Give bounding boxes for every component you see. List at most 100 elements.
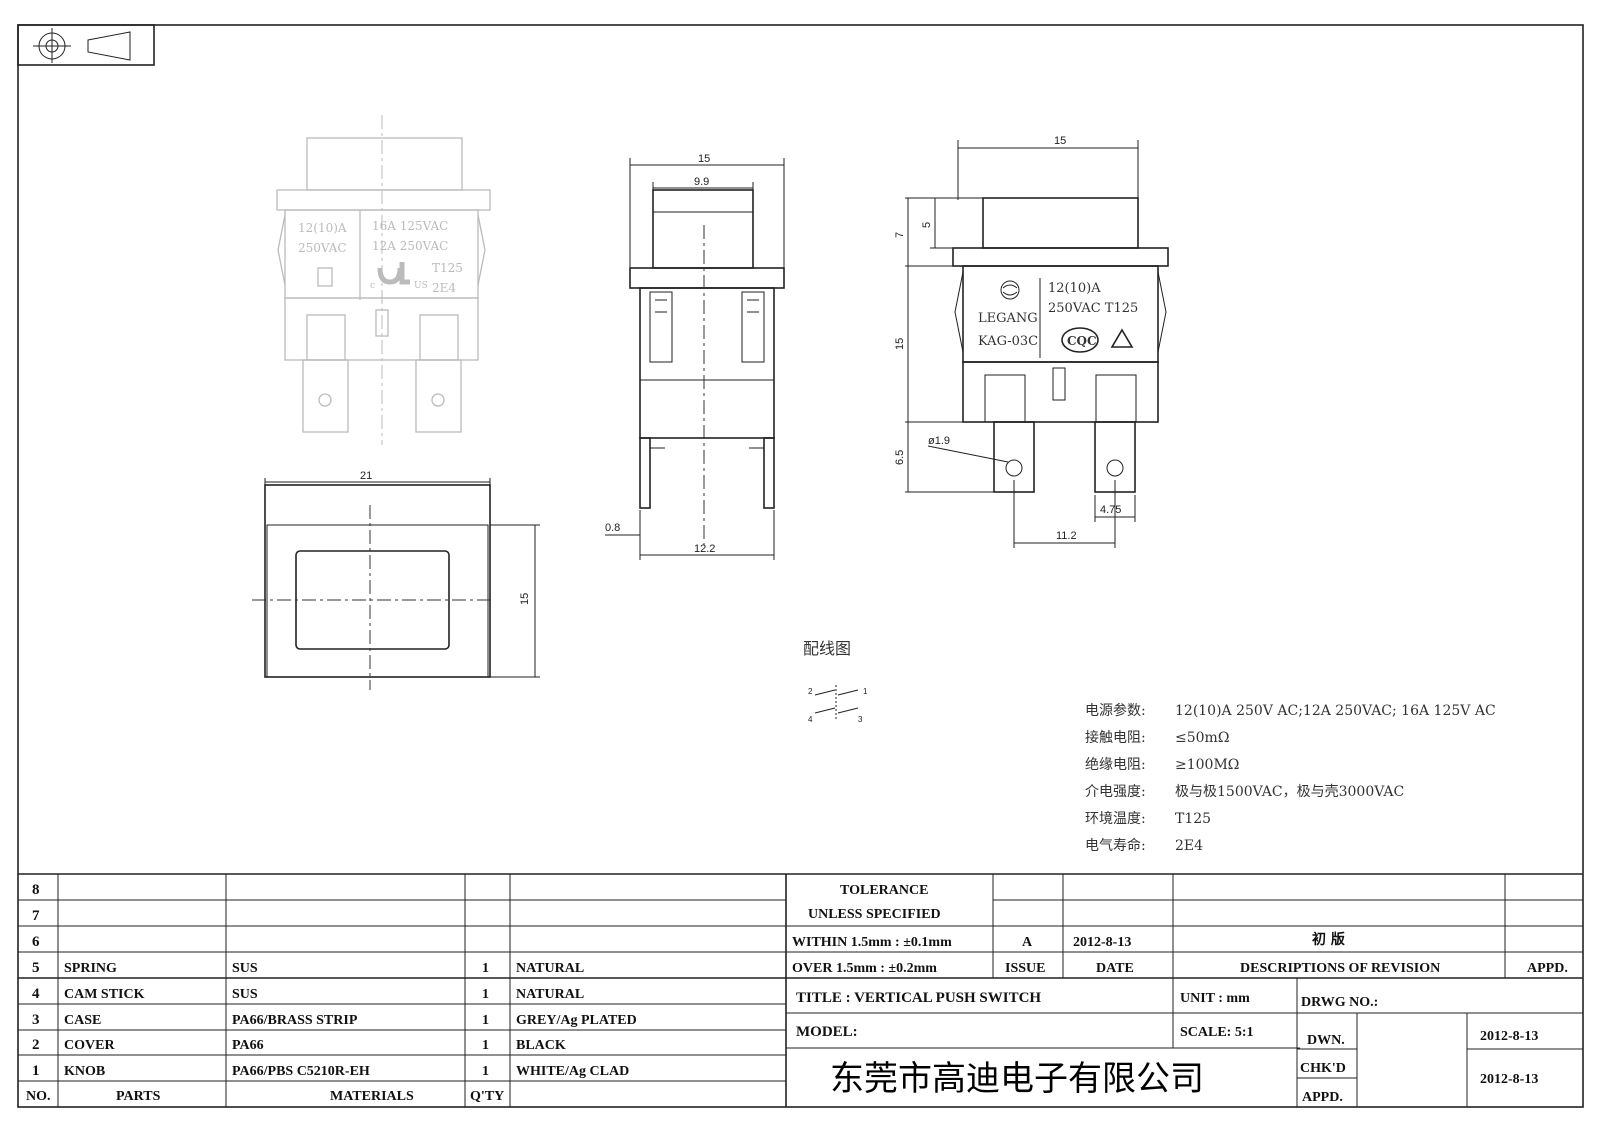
bom-no-5: 5	[32, 960, 40, 976]
bom-qty-5: 1	[482, 961, 489, 976]
bom-no-1: 1	[32, 1063, 40, 1079]
bom-no-4: 4	[32, 986, 40, 1002]
spec-value-4: T125	[1175, 811, 1211, 827]
drawing-title: TITLE : VERTICAL PUSH SWITCH	[796, 990, 1041, 1006]
bom-part-2: COVER	[64, 1038, 115, 1053]
spec-value-3: 极与极1500VAC，极与壳3000VAC	[1175, 783, 1404, 800]
wiring-pin-3: 3	[858, 715, 863, 724]
drawing-scale: SCALE: 5:1	[1180, 1025, 1254, 1040]
side-view: 15 9.9 12.2 0.8	[605, 153, 785, 560]
left-rating1: 12(10)A	[298, 221, 347, 235]
drawing-number-label: DRWG NO.:	[1301, 995, 1378, 1010]
bom-header-parts: PARTS	[116, 1089, 161, 1104]
dwn-label: DWN.	[1307, 1033, 1345, 1048]
right-hole-dim: ø1.9	[928, 435, 950, 447]
wiring-pin-2: 2	[808, 687, 813, 696]
right-cap-dim: 5	[921, 222, 933, 228]
right-terminal-width-dim: 4.75	[1100, 504, 1121, 516]
tolerance-within: WITHIN 1.5mm : ±0.1mm	[792, 935, 952, 950]
company-name: 东莞市高迪电子有限公司	[830, 1059, 1204, 1099]
spec-label-4: 环境温度:	[1085, 811, 1146, 827]
bom-qty-4: 1	[482, 987, 489, 1002]
left-rating4: 12A 250VAC	[372, 239, 448, 253]
chkd-label: CHK'D	[1300, 1061, 1346, 1076]
right-body-dim: 15	[894, 338, 906, 350]
right-front-view: LEGANG KAG-03C 12(10)A 250VAC T125 CQC 1…	[894, 135, 1169, 548]
ul-us: US	[414, 281, 428, 291]
bom-material-5: SUS	[232, 961, 258, 976]
bom-material-2: PA66	[232, 1038, 264, 1053]
cqc-text: CQC	[1067, 334, 1097, 348]
bom-material-3: PA66/BRASS STRIP	[232, 1013, 358, 1028]
bom-header-no: NO.	[26, 1089, 51, 1104]
header-issue: ISSUE	[1005, 961, 1045, 976]
bom-no-6: 6	[32, 934, 40, 950]
bom-finish-5: NATURAL	[516, 961, 584, 976]
bom-material-1: PA66/PBS C5210R-EH	[232, 1064, 370, 1079]
cqc-mark-icon: CQC	[1061, 327, 1099, 353]
bom-finish-1: WHITE/Ag CLAD	[516, 1064, 629, 1079]
bom-qty-2: 1	[482, 1038, 489, 1053]
spec-label-0: 电源参数:	[1085, 702, 1146, 719]
side-pitch-dim: 12.2	[694, 543, 715, 555]
header-date: DATE	[1096, 961, 1134, 976]
front-width-dim: 21	[360, 470, 372, 482]
right-rating2: 250VAC T125	[1048, 301, 1138, 316]
side-top-width-dim: 15	[698, 153, 710, 165]
front-panel-view: 21 15	[252, 470, 540, 690]
header-descriptions: DESCRIPTIONS OF REVISION	[1240, 961, 1440, 976]
ul-mark-icon: c US	[370, 262, 428, 291]
spec-value-0: 12(10)A 250V AC;12A 250VAC; 16A 125V AC	[1175, 703, 1496, 719]
header-appd: APPD.	[1527, 961, 1568, 976]
right-model: KAG-03C	[978, 334, 1038, 349]
bom-finish-2: BLACK	[516, 1038, 566, 1053]
side-pin-thickness-dim: 0.8	[605, 522, 620, 534]
bom-part-3: CASE	[64, 1013, 101, 1028]
right-terminal-dim: 6.5	[894, 450, 906, 465]
right-rating1: 12(10)A	[1048, 281, 1101, 296]
bom-no-7: 7	[32, 908, 40, 924]
bom-qty-1: 1	[482, 1064, 489, 1079]
dwn-date: 2012-8-13	[1480, 1029, 1538, 1044]
drawing-unit: UNIT : mm	[1180, 991, 1250, 1006]
spec-value-5: 2E4	[1175, 838, 1203, 854]
k-mark-icon	[317, 267, 333, 287]
bom-finish-3: GREY/Ag PLATED	[516, 1013, 637, 1028]
chkd-date: 2012-8-13	[1480, 1072, 1538, 1087]
right-cap-total-dim: 7	[894, 232, 906, 238]
bom-no-8: 8	[32, 882, 40, 898]
wiring-title: 配线图	[803, 639, 851, 658]
bom-qty-3: 1	[482, 1013, 489, 1028]
revision-block: TOLERANCE UNLESS SPECIFIED WITHIN 1.5mm …	[786, 874, 1583, 978]
left-life: 2E4	[432, 281, 456, 295]
wiring-diagram: 配线图 2 1 4 3	[803, 639, 868, 724]
left-top-view: 12(10)A 250VAC 16A 125VAC 12A 250VAC T12…	[276, 115, 491, 445]
front-height-dim: 15	[519, 593, 531, 605]
spec-label-2: 绝缘电阻:	[1085, 757, 1146, 773]
title-block: TITLE : VERTICAL PUSH SWITCH UNIT : mm D…	[786, 978, 1583, 1107]
bom-no-2: 2	[32, 1037, 40, 1053]
bom-part-1: KNOB	[64, 1064, 105, 1079]
warning-triangle-icon	[1110, 328, 1134, 348]
projection-symbol	[17, 24, 155, 66]
spec-label-1: 接触电阻:	[1085, 729, 1146, 746]
sheet-border	[17, 24, 1584, 1108]
unless-specified: UNLESS SPECIFIED	[808, 907, 941, 922]
left-temp: T125	[432, 261, 463, 275]
bom-table: 8 7 6 5 SPRING SUS 1 NATURAL 4 CAM STICK…	[18, 873, 1583, 1107]
bom-header-qty: Q'TY	[470, 1089, 504, 1104]
wiring-pin-4: 4	[808, 715, 813, 724]
spec-value-1: ≤50mΩ	[1175, 730, 1229, 746]
ul-c: c	[370, 281, 375, 291]
bom-part-4: CAM STICK	[64, 987, 145, 1002]
revision-date: 2012-8-13	[1073, 935, 1131, 950]
spec-label-3: 介电强度:	[1085, 784, 1146, 800]
spec-list: 电源参数: 12(10)A 250V AC;12A 250VAC; 16A 12…	[1085, 702, 1496, 854]
bom-part-5: SPRING	[64, 961, 117, 976]
bom-finish-4: NATURAL	[516, 987, 584, 1002]
right-brand: LEGANG	[978, 311, 1038, 326]
bom-material-4: SUS	[232, 987, 258, 1002]
left-rating3: 16A 125VAC	[372, 219, 448, 233]
tolerance-label: TOLERANCE	[840, 883, 928, 898]
